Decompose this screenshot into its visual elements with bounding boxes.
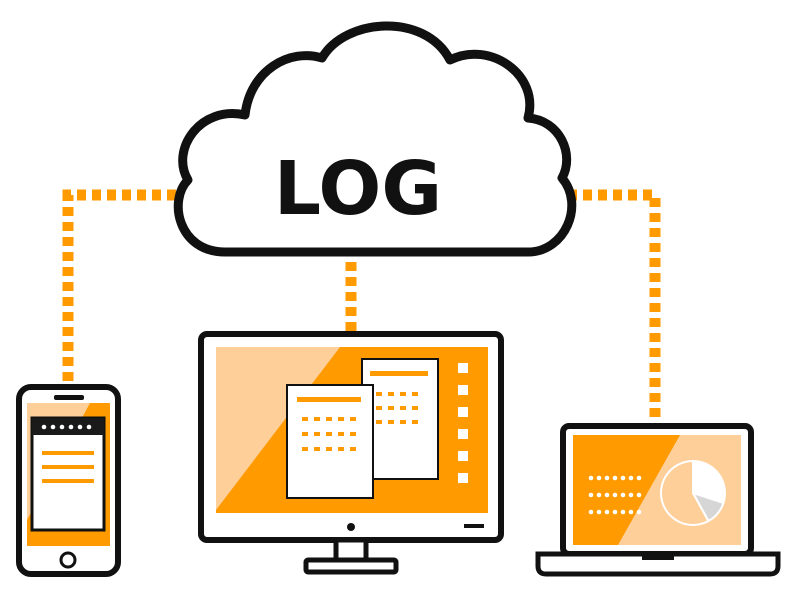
smartphone-icon: [16, 384, 121, 577]
phone-home-button: [59, 551, 77, 569]
cloud-label: LOG: [274, 146, 442, 232]
connector-phone: [62, 189, 176, 385]
laptop-dot-grid: [588, 475, 642, 515]
phone-password-field: [32, 418, 104, 435]
phone-text-lines: [42, 451, 94, 483]
monitor-sidebar-squares: [458, 363, 468, 483]
password-dots: [41, 424, 92, 430]
desktop-monitor-icon: [198, 331, 504, 575]
pie-chart-icon: [660, 459, 726, 526]
cloud-icon: LOG: [173, 21, 577, 257]
connector-laptop: [568, 189, 661, 423]
laptop-icon: [535, 423, 781, 577]
connector-lines: [62, 189, 661, 423]
pie-slice: [692, 459, 726, 505]
pie-slice: [660, 459, 710, 526]
document-icon: [286, 384, 374, 499]
phone-screen-card: [30, 416, 106, 532]
